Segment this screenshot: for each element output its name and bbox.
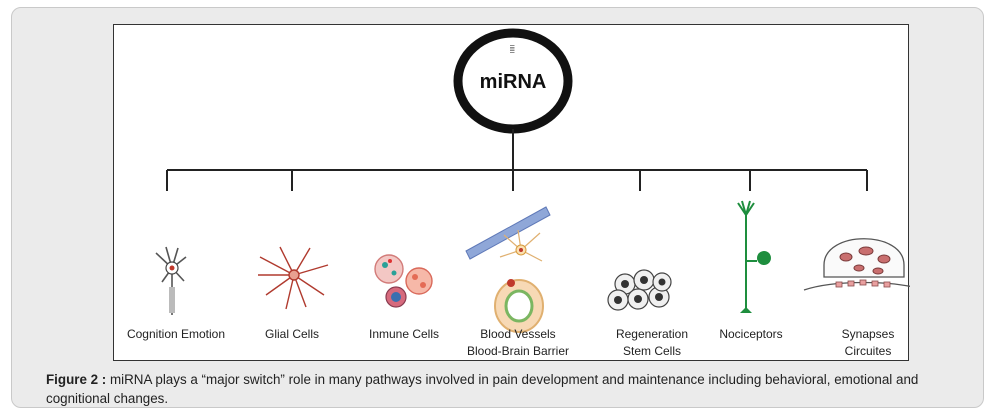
synapse-icon (803, 238, 910, 291)
node-label-blood-brain-barrier: Blood-Brain Barrier (467, 344, 569, 358)
stem-cells-icon (607, 269, 672, 311)
caption-text: miRNA plays a “major switch” role in man… (46, 372, 919, 406)
node-label-cognition-emotion: Cognition Emotion (127, 327, 225, 341)
astrocyte-icon (258, 246, 329, 310)
node-label-glial-cells: Glial Cells (265, 327, 319, 341)
node-label-blood-vessels: Blood Vessels (480, 327, 555, 341)
neuron-icon (155, 246, 187, 315)
node-label-circuites: Circuites (845, 344, 892, 358)
node-label-regeneration: Regeneration (616, 327, 688, 341)
immune-cells-icon (374, 254, 433, 308)
figure-panel: miRNA IIIII (11, 7, 984, 408)
figure-image: miRNA IIIII (113, 24, 910, 361)
mirna-root-node: miRNA IIIII (453, 28, 573, 134)
caption-label: Figure 2 : (46, 372, 107, 387)
root-ring-text: IIIII (508, 45, 514, 54)
node-label-inmune-cells: Inmune Cells (369, 327, 439, 341)
nociceptor-icon (737, 200, 771, 313)
node-label-synapses: Synapses (842, 327, 895, 341)
tree-connectors (166, 129, 868, 191)
node-label-stem-cells: Stem Cells (623, 344, 681, 358)
mirna-diagram: miRNA IIIII (127, 28, 910, 358)
root-label: miRNA (480, 71, 547, 93)
node-label-nociceptors: Nociceptors (719, 327, 782, 341)
figure-caption: Figure 2 : miRNA plays a “major switch” … (46, 370, 981, 408)
node-labels: Cognition Emotion Glial Cells Inmune Cel… (127, 327, 894, 358)
blood-vessel-icon (465, 206, 551, 333)
